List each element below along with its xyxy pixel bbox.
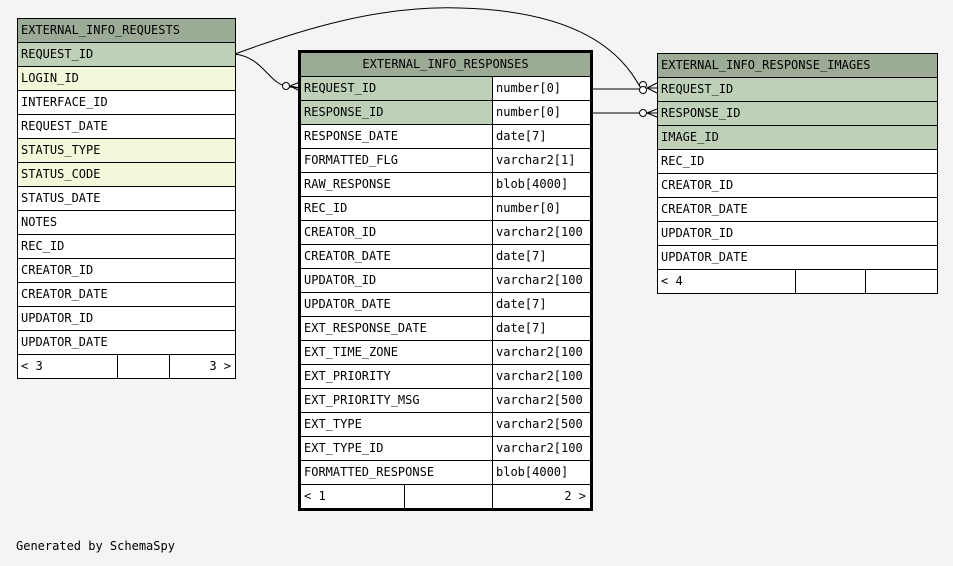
column-ext-type-id[interactable]: EXT_TYPE_ID — [300, 436, 493, 461]
relationship-endpoint — [639, 109, 647, 117]
footer-spacer — [404, 484, 493, 509]
column-creator-date[interactable]: CREATOR_DATE — [16, 282, 237, 307]
table-external-info-responses[interactable]: EXTERNAL_INFO_RESPONSES REQUEST_ID numbe… — [297, 50, 594, 511]
relationship-line — [234, 53, 301, 89]
column-ext-priority[interactable]: EXT_PRIORITY — [300, 364, 493, 389]
column-status-type[interactable]: STATUS_TYPE — [16, 138, 237, 163]
column-creator-id[interactable]: CREATOR_ID — [300, 220, 493, 245]
column-updator-date[interactable]: UPDATOR_DATE — [657, 245, 938, 270]
column-type: varchar2[100 — [491, 268, 592, 293]
column-rec-id[interactable]: REC_ID — [657, 149, 938, 174]
column-type: varchar2[500 — [491, 412, 592, 437]
relationship-endpoint — [282, 82, 290, 90]
column-type: date[7] — [491, 124, 592, 149]
column-updator-date[interactable]: UPDATOR_DATE — [16, 330, 237, 355]
column-request-id[interactable]: REQUEST_ID — [16, 42, 237, 67]
column-notes[interactable]: NOTES — [16, 210, 237, 235]
parent-count[interactable]: < 4 — [657, 269, 796, 294]
column-status-date[interactable]: STATUS_DATE — [16, 186, 237, 211]
crowfoot-marker — [646, 82, 658, 94]
column-ext-priority-msg[interactable]: EXT_PRIORITY_MSG — [300, 388, 493, 413]
footer-spacer — [865, 269, 938, 294]
column-response-id[interactable]: RESPONSE_ID — [300, 100, 493, 125]
column-updator-id[interactable]: UPDATOR_ID — [657, 221, 938, 246]
column-creator-date[interactable]: CREATOR_DATE — [657, 197, 938, 222]
column-formatted-response[interactable]: FORMATTED_RESPONSE — [300, 460, 493, 485]
table-external-info-requests[interactable]: EXTERNAL_INFO_REQUESTS REQUEST_ID LOGIN_… — [16, 18, 237, 379]
column-ext-type[interactable]: EXT_TYPE — [300, 412, 493, 437]
column-status-code[interactable]: STATUS_CODE — [16, 162, 237, 187]
column-type: date[7] — [491, 292, 592, 317]
crowfoot-marker — [289, 81, 301, 92]
generated-by-text: Generated by SchemaSpy — [16, 539, 175, 553]
column-type: varchar2[100 — [491, 220, 592, 245]
column-type: number[0] — [491, 76, 592, 101]
column-updator-id[interactable]: UPDATOR_ID — [16, 306, 237, 331]
parent-count[interactable]: < 1 — [300, 484, 405, 509]
column-login-id[interactable]: LOGIN_ID — [16, 66, 237, 91]
column-creator-date[interactable]: CREATOR_DATE — [300, 244, 493, 269]
child-count[interactable]: 3 > — [168, 354, 237, 379]
column-type: blob[4000] — [491, 172, 592, 197]
crowfoot-marker — [646, 108, 658, 118]
table-title[interactable]: EXTERNAL_INFO_RESPONSES — [299, 52, 592, 77]
column-type: number[0] — [491, 196, 592, 221]
column-raw-response[interactable]: RAW_RESPONSE — [300, 172, 493, 197]
relationship-endpoint — [639, 81, 647, 89]
column-updator-date[interactable]: UPDATOR_DATE — [300, 292, 493, 317]
column-response-date[interactable]: RESPONSE_DATE — [300, 124, 493, 149]
column-ext-time-zone[interactable]: EXT_TIME_ZONE — [300, 340, 493, 365]
column-type: varchar2[100 — [491, 340, 592, 365]
column-formatted-flg[interactable]: FORMATTED_FLG — [300, 148, 493, 173]
column-ext-response-date[interactable]: EXT_RESPONSE_DATE — [300, 316, 493, 341]
column-type: varchar2[500 — [491, 388, 592, 413]
footer-spacer — [117, 354, 170, 379]
column-response-id[interactable]: RESPONSE_ID — [657, 101, 938, 126]
table-title[interactable]: EXTERNAL_INFO_REQUESTS — [16, 18, 237, 43]
column-rec-id[interactable]: REC_ID — [300, 196, 493, 221]
parent-count[interactable]: < 3 — [17, 354, 118, 379]
column-type: date[7] — [491, 316, 592, 341]
column-request-id[interactable]: REQUEST_ID — [300, 76, 493, 101]
column-request-id[interactable]: REQUEST_ID — [657, 77, 938, 102]
relationship-endpoint — [639, 86, 647, 94]
column-rec-id[interactable]: REC_ID — [16, 234, 237, 259]
column-interface-id[interactable]: INTERFACE_ID — [16, 90, 237, 115]
column-creator-id[interactable]: CREATOR_ID — [16, 258, 237, 283]
column-updator-id[interactable]: UPDATOR_ID — [300, 268, 493, 293]
table-title[interactable]: EXTERNAL_INFO_RESPONSE_IMAGES — [657, 53, 938, 78]
column-request-date[interactable]: REQUEST_DATE — [16, 114, 237, 139]
footer-spacer — [795, 269, 866, 294]
column-type: varchar2[1] — [491, 148, 592, 173]
table-external-info-response-images[interactable]: EXTERNAL_INFO_RESPONSE_IMAGES REQUEST_ID… — [657, 53, 938, 294]
child-count[interactable]: 2 > — [491, 484, 592, 509]
column-type: varchar2[100 — [491, 436, 592, 461]
column-type: varchar2[100 — [491, 364, 592, 389]
column-type: number[0] — [491, 100, 592, 125]
column-creator-id[interactable]: CREATOR_ID — [657, 173, 938, 198]
column-type: blob[4000] — [491, 460, 592, 485]
column-image-id[interactable]: IMAGE_ID — [657, 125, 938, 150]
column-type: date[7] — [491, 244, 592, 269]
